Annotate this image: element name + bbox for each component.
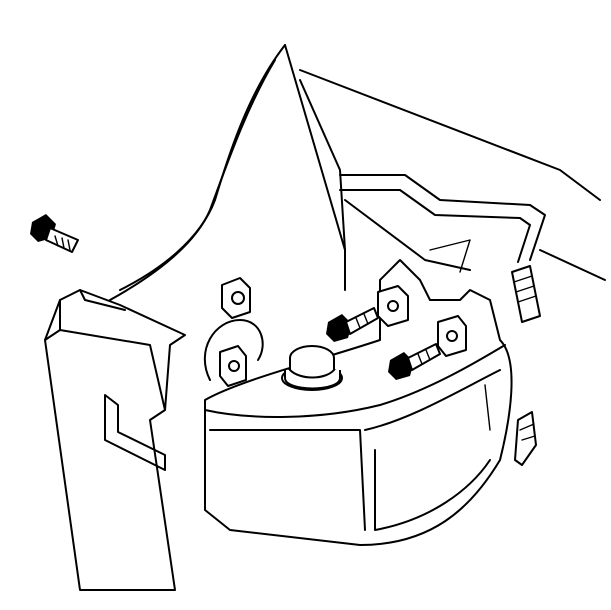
bolt-lower bbox=[388, 343, 441, 380]
hose-connector bbox=[511, 265, 541, 323]
fender-panel bbox=[44, 289, 186, 591]
detail-view-circle bbox=[203, 319, 264, 387]
rear-body-structure bbox=[299, 69, 606, 281]
bolt-upper bbox=[326, 307, 379, 342]
clip-nut bbox=[221, 277, 251, 319]
mounting-bracket-right bbox=[437, 315, 467, 357]
reservoir-cap bbox=[281, 345, 343, 391]
mounting-bracket-left bbox=[377, 285, 409, 327]
screw-left bbox=[30, 214, 79, 253]
fitting-right bbox=[514, 411, 537, 466]
pillar-panel bbox=[109, 44, 346, 301]
